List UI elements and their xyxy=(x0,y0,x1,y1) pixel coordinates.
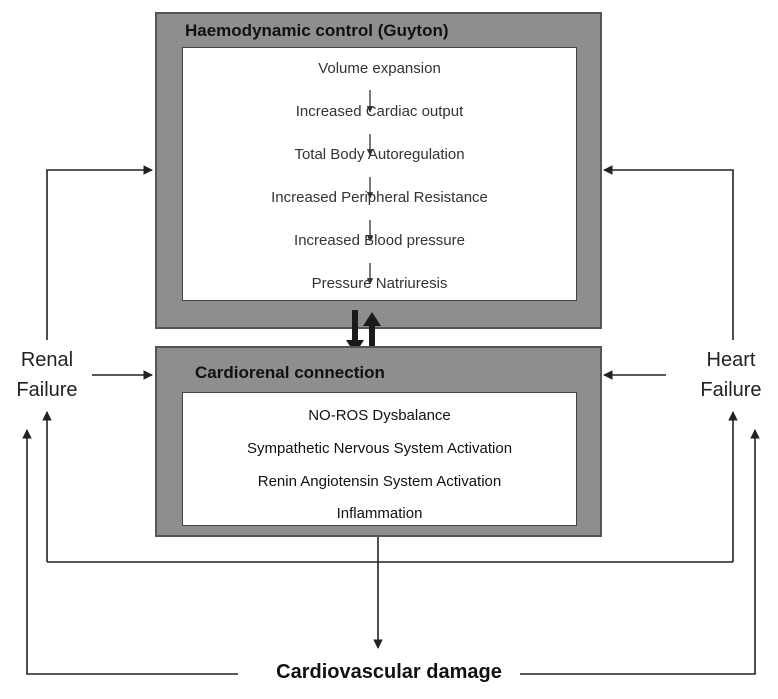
damage-to-renal-arrow xyxy=(22,429,238,675)
cardiovascular-damage-label: Cardiovascular damage xyxy=(0,661,778,684)
heart-failure-line1: Heart xyxy=(706,349,756,371)
cardiorenal-mechanisms-panel: NO-ROS Dysbalance Sympathetic Nervous Sy… xyxy=(182,392,577,526)
step-increased-cardiac-output: Increased Cardiac output xyxy=(295,103,464,120)
step-arrows xyxy=(366,90,374,285)
cardiorenal-connection-box: Cardiorenal connection NO-ROS Dysbalance… xyxy=(155,346,602,537)
step-volume-expansion: Volume expansion xyxy=(318,60,441,77)
damage-to-heart-arrow xyxy=(520,429,760,675)
haemodynamic-control-box: Haemodynamic control (Guyton) Volume exp… xyxy=(155,12,602,329)
renal-failure-label: Renal Failure xyxy=(4,345,90,405)
renal-failure-line1: Renal xyxy=(20,349,74,371)
heart-failure-line2: Failure xyxy=(700,379,762,401)
mechanism-raas-activation: Renin Angiotensin System Activation xyxy=(257,473,502,490)
step-total-body-autoregulation: Total Body Autoregulation xyxy=(294,146,465,163)
mechanism-no-ros-dysbalance: NO-ROS Dysbalance xyxy=(308,407,451,424)
heart-to-haemodynamic-arrow xyxy=(603,165,734,340)
step-pressure-natriuresis: Pressure Natriuresis xyxy=(311,275,448,292)
cardiorenal-connection-title: Cardiorenal connection xyxy=(195,363,385,382)
heart-failure-label: Heart Failure xyxy=(688,345,774,405)
haemodynamic-steps-panel: Volume expansion Increased Cardiac outpu… xyxy=(182,47,577,301)
renal-to-haemodynamic-arrow xyxy=(46,165,153,340)
step-increased-blood-pressure: Increased Blood pressure xyxy=(294,232,465,249)
mechanism-sympathetic-activation: Sympathetic Nervous System Activation xyxy=(246,440,513,457)
haemodynamic-control-title: Haemodynamic control (Guyton) xyxy=(185,21,449,40)
cardiovascular-damage-text: Cardiovascular damage xyxy=(266,661,512,683)
step-increased-peripheral-resistance: Increased Peripheral Resistance xyxy=(271,189,488,206)
mechanism-inflammation: Inflammation xyxy=(336,505,423,522)
renal-failure-line2: Failure xyxy=(16,379,78,401)
